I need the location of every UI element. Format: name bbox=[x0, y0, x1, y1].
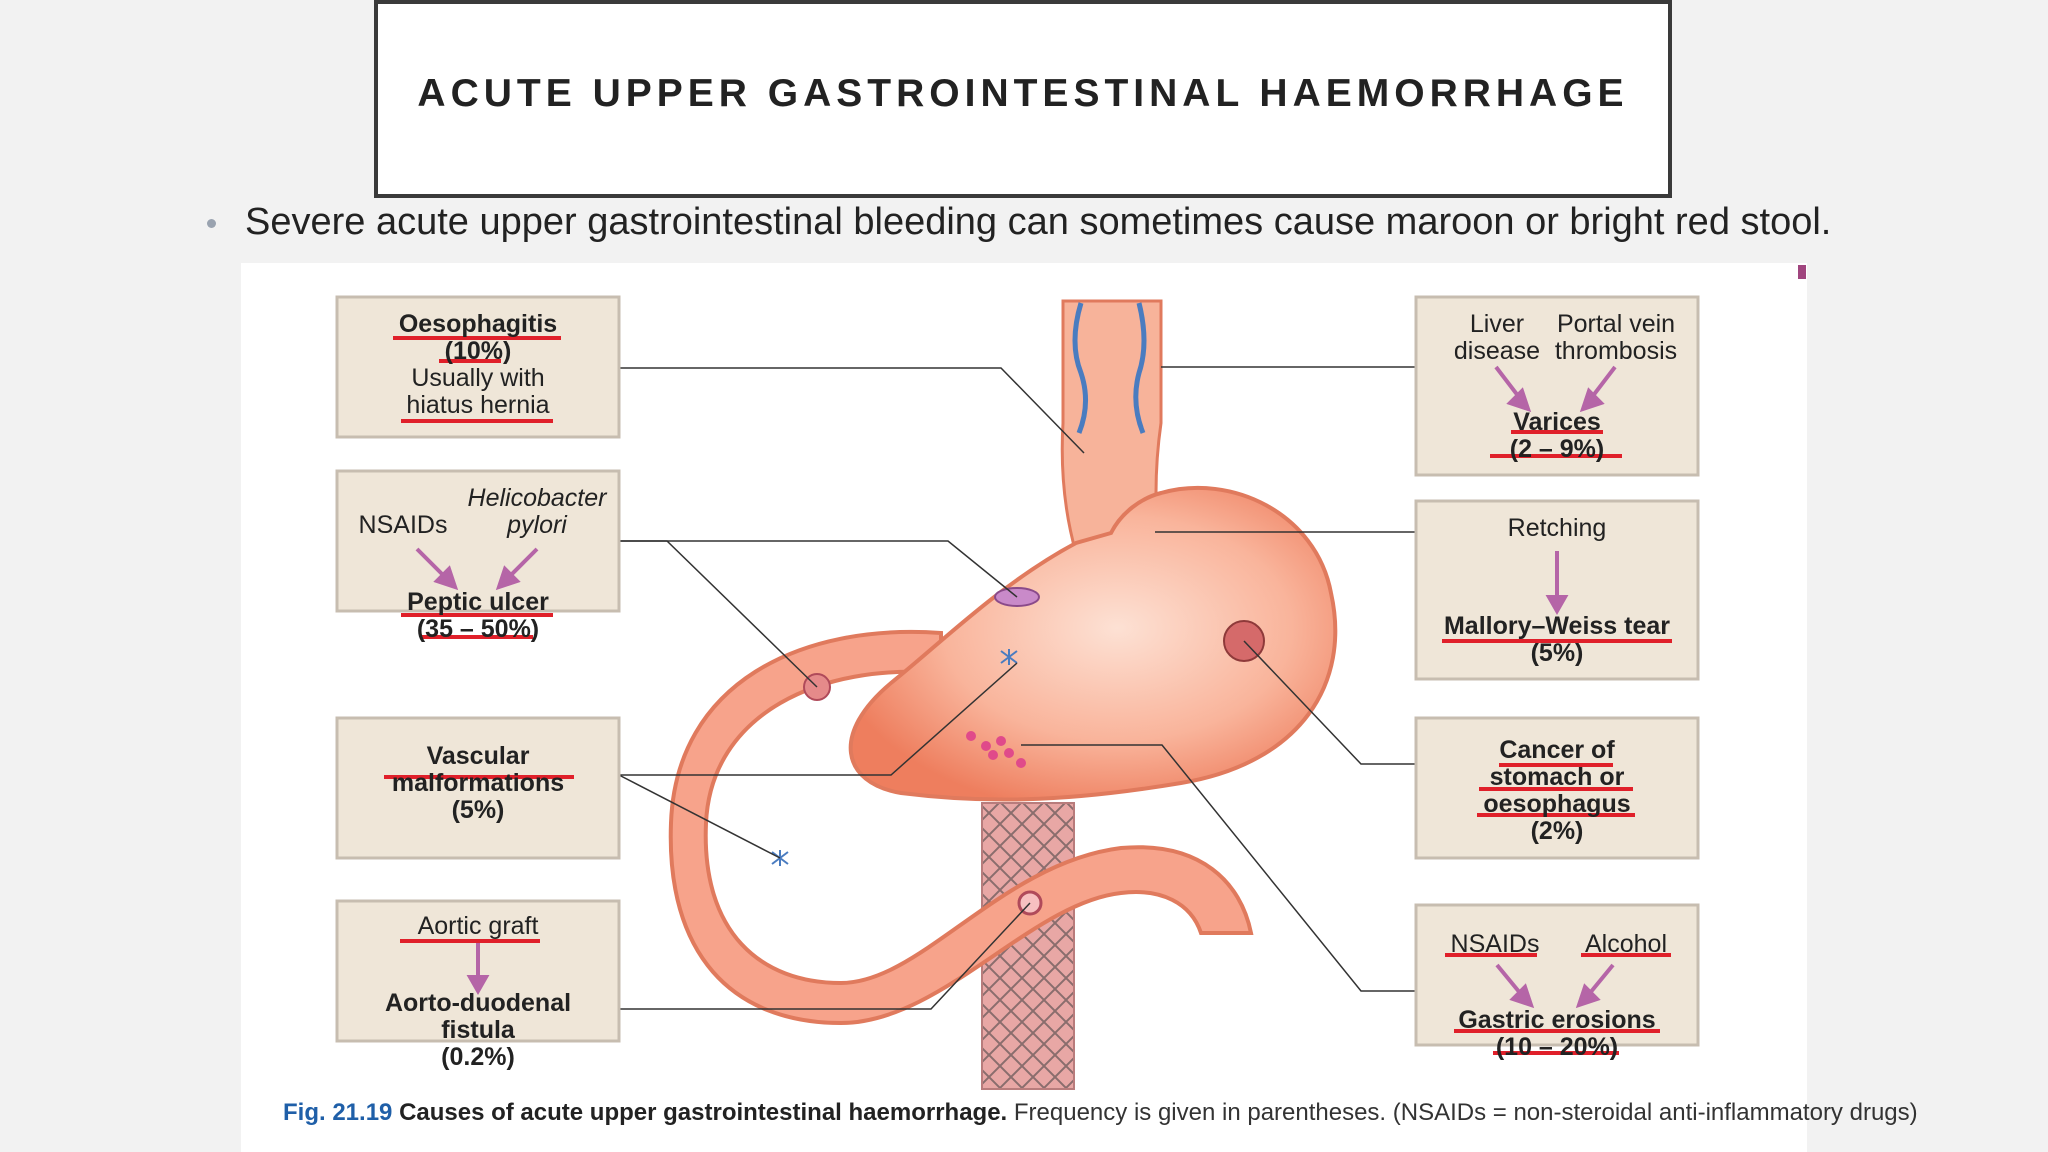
varices-freq: (2 – 9%) bbox=[1509, 435, 1605, 463]
anatomy-illustration bbox=[335, 265, 1806, 1090]
bullet-text: Severe acute upper gastrointestinal blee… bbox=[245, 201, 1832, 243]
vascular-name-1: Vascular bbox=[426, 742, 530, 770]
oesophagitis-name: Oesophagitis bbox=[398, 310, 558, 338]
aortic-freq: (0.2%) bbox=[441, 1043, 515, 1071]
peptic-cause-hpylori-line1: Helicobacter bbox=[467, 484, 607, 512]
aortic-graft-cause: Aortic graft bbox=[417, 912, 539, 940]
varices-name: Varices bbox=[1513, 408, 1601, 436]
cancer-name-3: oesophagus bbox=[1483, 790, 1631, 818]
oesophagitis-freq: (10%) bbox=[444, 337, 512, 365]
cancer-name-1: Cancer of bbox=[1499, 736, 1615, 764]
mallory-freq: (5%) bbox=[1530, 639, 1584, 667]
title-box: ACUTE UPPER GASTROINTESTINAL HAEMORRHAGE bbox=[374, 0, 1672, 198]
mallory-group: Mallory–Weiss tear (5%) bbox=[1417, 613, 1697, 667]
erosions-name: Gastric erosions bbox=[1458, 1006, 1656, 1034]
vascular-freq: (5%) bbox=[451, 796, 505, 824]
aortic-name-2: fistula bbox=[441, 1016, 515, 1044]
caption-rest: Frequency is given in parentheses. (NSAI… bbox=[1013, 1099, 1918, 1126]
oesophagitis-note-2: hiatus hernia bbox=[406, 391, 550, 419]
erosions-group: Gastric erosions (10 – 20%) bbox=[1417, 1007, 1697, 1061]
erosions-cause-alcohol: Alcohol bbox=[1585, 930, 1667, 958]
varices-cause-portal-line1: Portal vein bbox=[1556, 310, 1676, 338]
red-underlines bbox=[384, 336, 1672, 1055]
peptic-cause-hpylori: Helicobacter pylori bbox=[457, 485, 617, 539]
cancer-name-2: stomach or bbox=[1489, 763, 1625, 791]
cause-arrows bbox=[415, 365, 1617, 1009]
peptic-cause-nsaids: NSAIDs bbox=[358, 511, 448, 539]
corner-marker bbox=[1798, 265, 1806, 279]
slide-title: ACUTE UPPER GASTROINTESTINAL HAEMORRHAGE bbox=[417, 72, 1629, 115]
varices-cause-liver-line2: disease bbox=[1453, 337, 1541, 365]
cancer-freq: (2%) bbox=[1530, 817, 1584, 845]
figure: Oesophagitis (10%) Usually with hiatus h… bbox=[241, 263, 1918, 1152]
oesophagitis-note-1: Usually with bbox=[411, 364, 545, 392]
peptic-ulcer-freq: (35 – 50%) bbox=[416, 615, 540, 643]
varices-cause-portal-line2: thrombosis bbox=[1554, 337, 1678, 365]
stomach bbox=[848, 485, 1338, 802]
vascular-group: Vascular malformations (5%) bbox=[338, 743, 618, 824]
varices-cause-liver: Liver disease bbox=[1437, 311, 1557, 365]
peptic-ulcer-group: Peptic ulcer (35 – 50%) bbox=[338, 589, 618, 643]
duodenum bbox=[668, 630, 1254, 1026]
caption-fig-number: Fig. 21.19 bbox=[283, 1099, 393, 1126]
vascular-name-2: malformations bbox=[391, 769, 565, 797]
mallory-name: Mallory–Weiss tear bbox=[1443, 612, 1671, 640]
mallory-cause: Retching bbox=[1507, 514, 1607, 542]
erosion-marks bbox=[966, 731, 1026, 768]
varices-cause-liver-line1: Liver bbox=[1469, 310, 1525, 338]
varices-cause-portal: Portal vein thrombosis bbox=[1546, 311, 1686, 365]
varices-group: Varices (2 – 9%) bbox=[1417, 409, 1697, 463]
erosions-freq: (10 – 20%) bbox=[1495, 1033, 1619, 1061]
aortic-fistula-group: Aorto-duodenal fistula (0.2%) bbox=[338, 990, 618, 1071]
erosions-cause-nsaids: NSAIDs bbox=[1450, 930, 1540, 958]
peptic-cause-hpylori-line2: pylori bbox=[507, 511, 567, 539]
aortic-name-1: Aorto-duodenal bbox=[384, 989, 572, 1017]
leader-lines bbox=[618, 366, 1416, 1010]
oesophagitis-label-group: Oesophagitis (10%) Usually with hiatus h… bbox=[338, 311, 618, 419]
bullet-dot bbox=[207, 219, 216, 228]
peptic-ulcer-name: Peptic ulcer bbox=[407, 588, 549, 616]
cancer-group: Cancer of stomach or oesophagus (2%) bbox=[1417, 737, 1697, 845]
caption-title: Causes of acute upper gastrointestinal h… bbox=[399, 1099, 1008, 1126]
figure-caption: Fig. 21.19 Causes of acute upper gastroi… bbox=[283, 1099, 1918, 1127]
